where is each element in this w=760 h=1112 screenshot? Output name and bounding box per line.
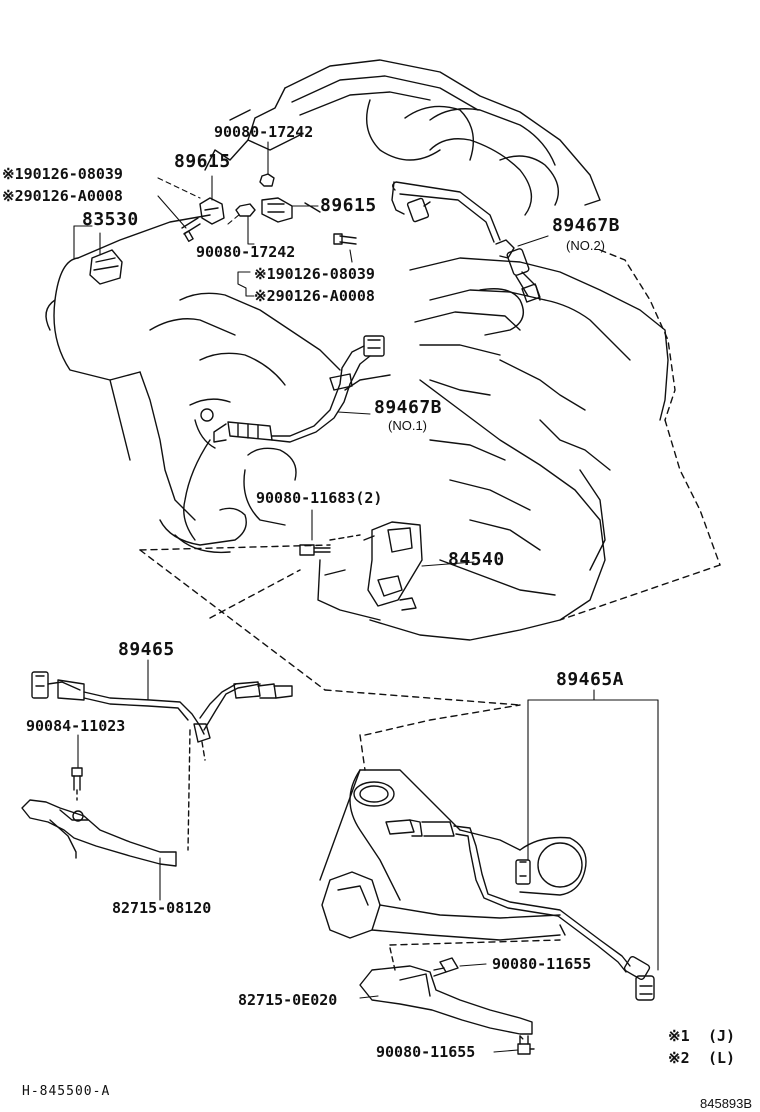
callout-89615-left: 89615 bbox=[174, 151, 231, 172]
legend-mark-2: ※2 bbox=[668, 1049, 690, 1067]
exhaust-pipe-outline bbox=[319, 689, 587, 941]
callout-90080-11683: 90080-11683(2) bbox=[256, 489, 383, 507]
legend-mark-1: ※1 bbox=[668, 1027, 690, 1045]
callout-90084-11023: 90084-11023 bbox=[26, 717, 126, 735]
callout-l-90126-a0008-left: ※290126-A0008 bbox=[2, 187, 123, 205]
bolt-90084-11023 bbox=[71, 767, 83, 801]
callout-90080-17242-top: 90080-17242 bbox=[214, 123, 314, 141]
diagram-reference-code: H-845500-A bbox=[22, 1084, 111, 1099]
oxygen-sensor-89465a bbox=[385, 819, 655, 1001]
callout-j-90126-08039-mid: ※190126-08039 bbox=[254, 265, 375, 283]
callout-89465a: 89465A bbox=[556, 669, 625, 690]
callout-no2: (NO.2) bbox=[566, 238, 605, 253]
legend-value-1: (J) bbox=[708, 1027, 736, 1045]
neutral-start-switch bbox=[299, 521, 423, 611]
callout-89467b-no1: 89467B bbox=[374, 397, 443, 418]
knock-sensor-assembly bbox=[89, 173, 357, 285]
callout-90080-11655-upper: 90080-11655 bbox=[492, 955, 592, 973]
callout-90080-11655-lower: 90080-11655 bbox=[376, 1043, 476, 1061]
bracket-82715-08120 bbox=[21, 729, 191, 867]
callout-84540: 84540 bbox=[448, 549, 505, 570]
oxygen-sensor-no2 bbox=[391, 181, 541, 303]
callout-82715-0e020: 82715-0E020 bbox=[238, 991, 338, 1009]
callout-90080-17242-mid: 90080-17242 bbox=[196, 243, 296, 261]
leader-lines bbox=[73, 141, 659, 1053]
callout-89467b-no2: 89467B bbox=[552, 215, 621, 236]
callout-89465: 89465 bbox=[118, 639, 175, 660]
callout-j-90126-08039-left: ※190126-08039 bbox=[2, 165, 123, 183]
legend-value-2: (L) bbox=[708, 1049, 736, 1067]
oxygen-sensor-89465 bbox=[31, 671, 293, 761]
callout-no1: (NO.1) bbox=[388, 418, 427, 433]
engine-outline bbox=[45, 59, 721, 691]
callout-89615-right: 89615 bbox=[320, 195, 377, 216]
callout-83530: 83530 bbox=[82, 209, 139, 230]
oxygen-sensor-no1 bbox=[213, 335, 385, 443]
bracket-82715-0E020 bbox=[359, 939, 561, 1055]
callout-82715-08120: 82715-08120 bbox=[112, 899, 212, 917]
callout-l-90126-a0008-mid: ※290126-A0008 bbox=[254, 287, 375, 305]
image-code: 845893B bbox=[700, 1096, 753, 1111]
